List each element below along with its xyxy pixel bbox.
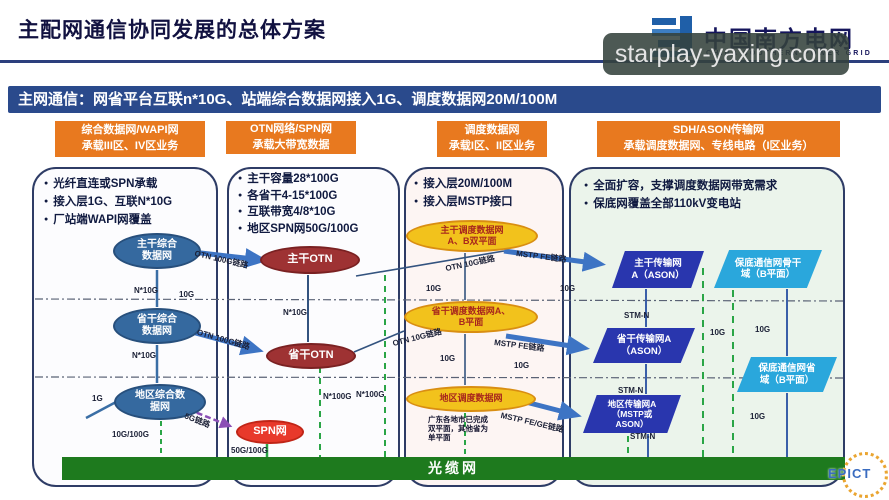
column-3-header-line1: 调度数据网	[464, 124, 520, 137]
optical-cable-bar: 光缆网	[62, 457, 845, 480]
note-guangdong: 广东各地市已完成 双平面，其他省为 单平面	[428, 415, 488, 442]
link-label-n10g: N*10G	[134, 286, 159, 295]
node-provincial-dispatch-network: 省干调度数据网A、B平面	[404, 301, 538, 333]
node-spn-network: SPN网	[236, 420, 304, 444]
column-4-header-line1: SDH/ASON传输网	[672, 124, 765, 137]
column-2-bullets: 主干容量28*100G 各省干4-15*100G 互联带宽4/8*10G 地区S…	[238, 171, 358, 237]
bullet-item: 接入层20M/100M	[414, 175, 513, 193]
bullet-item: 保底网覆盖全部110kV变电站	[584, 195, 777, 213]
link-label-stmn: STM-N	[630, 432, 656, 441]
link-label-n10g: N*10G	[283, 308, 308, 317]
link-label-10g: 10G	[426, 284, 442, 293]
bullet-item: 地区SPN网50G/100G	[238, 221, 358, 238]
watermark: starplay-yaxing.com	[603, 33, 849, 75]
column-3-header-line2: 承载I区、II区业务	[448, 140, 536, 152]
bullet-item: 互联带宽4/8*10G	[238, 204, 358, 221]
epict-logo-text: EPICT	[828, 466, 872, 481]
column-3-bullets: 接入层20M/100M 接入层MSTP接口	[414, 175, 513, 211]
column-4-container	[569, 167, 845, 487]
link-label-1g: 1G	[92, 394, 103, 403]
column-2-header-line2: 承载大带宽数据	[252, 138, 330, 151]
bullet-item: 全面扩容，支撑调度数据网带宽需求	[584, 177, 777, 195]
node-regional-data-network: 地区综合数据网	[114, 384, 206, 420]
link-label-stmn: STM-N	[618, 386, 644, 395]
bullet-item: 接入层MSTP接口	[414, 193, 512, 211]
link-label-10g: 10G	[750, 412, 766, 421]
column-4-header: SDH/ASON传输网 承载调度数据网、专线电路（I区业务）	[597, 121, 840, 157]
node-backbone-data-network: 主干综合数据网	[113, 233, 201, 269]
column-1-bullets: 光纤直连或SPN承载 接入层1G、互联N*10G 厂站端WAPI网覆盖	[44, 175, 172, 229]
node-provincial-otn: 省干OTN	[266, 343, 356, 369]
bullet-item: 光纤直连或SPN承载	[44, 175, 172, 193]
column-1-header-line1: 综合数据网/WAPI网	[81, 124, 179, 137]
bullet-item: 各省干4-15*100G	[238, 188, 358, 205]
node-provincial-data-network: 省干综合数据网	[113, 308, 201, 344]
column-1-header: 综合数据网/WAPI网 承载III区、IV区业务	[55, 121, 205, 157]
link-label-50g100g: 50G/100G	[231, 446, 268, 455]
bullet-item: 接入层1G、互联N*10G	[44, 193, 172, 211]
link-label-10g: 10G	[440, 354, 456, 363]
link-label-stmn: STM-N	[624, 311, 650, 320]
column-2-header-line1: OTN网络/SPN网	[250, 122, 332, 135]
column-2-header: OTN网络/SPN网 承载大带宽数据	[226, 121, 356, 154]
bullet-item: 厂站端WAPI网覆盖	[44, 211, 172, 229]
link-label-n100g: N*100G	[323, 392, 352, 401]
column-1-header-line2: 承载III区、IV区业务	[81, 140, 179, 152]
node-provincial-transport-ason: 省干传输网A（ASON）	[593, 328, 695, 363]
link-label-10g: 10G	[179, 290, 195, 299]
epict-logo: EPICT	[826, 450, 888, 500]
node-backbone-otn: 主干OTN	[260, 246, 360, 274]
epict-ring-icon	[842, 452, 888, 498]
link-label-10g: 10G	[560, 284, 576, 293]
column-4-bullets: 全面扩容，支撑调度数据网带宽需求 保底网覆盖全部110kV变电站	[584, 177, 777, 213]
title-divider	[0, 60, 889, 63]
link-label-10g: 10G	[755, 325, 771, 334]
link-label-n100g: N*100G	[356, 390, 385, 399]
banner: 主网通信：网省平台互联n*10G、站端综合数据网接入1G、调度数据网20M/10…	[8, 86, 881, 113]
link-label-10g100g: 10G/100G	[112, 430, 149, 439]
node-regional-dispatch-network: 地区调度数据网	[406, 386, 536, 412]
link-label-10g: 10G	[710, 328, 726, 337]
column-4-header-line2: 承载调度数据网、专线电路（I区业务）	[623, 140, 814, 152]
column-3-header: 调度数据网 承载I区、II区业务	[437, 121, 547, 157]
page-title: 主配网通信协同发展的总体方案	[18, 19, 326, 42]
node-safety-net-provincial: 保底通信网省域（B平面）	[737, 357, 837, 392]
node-safety-net-backbone: 保底通信网骨干域（B平面）	[714, 250, 822, 288]
link-label-10g: 10G	[514, 361, 530, 370]
link-label-n10g: N*10G	[132, 351, 157, 360]
bullet-item: 主干容量28*100G	[238, 171, 358, 188]
